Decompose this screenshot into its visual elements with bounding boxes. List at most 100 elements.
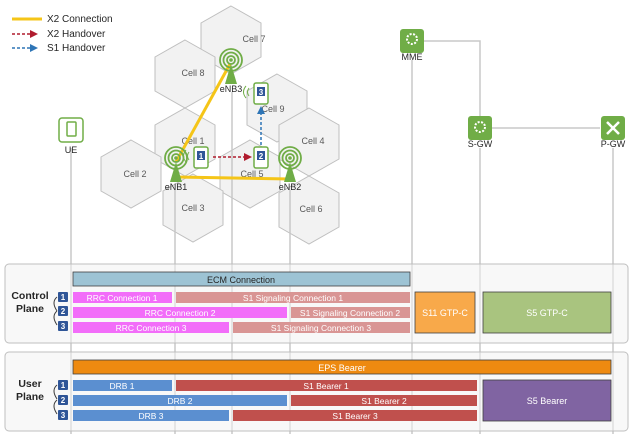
s5-bearer-box [482,379,612,422]
rrc-connection-1-bar [73,292,172,303]
cell-label: Cell 4 [301,136,324,146]
s11-gtpc-label: S11 GTP-C [422,308,468,318]
cell-label: Cell 1 [181,136,204,146]
cell-label: Cell 2 [123,169,146,179]
s5-gtpc-label: S5 GTP-C [526,308,568,318]
ue-badge-number: 1 [199,152,204,161]
enb1-label: eNB1 [165,182,188,192]
step-badge [58,395,68,405]
s1-signaling-2-label: S1 Signaling Connection 2 [300,308,400,318]
cell-hex [100,139,162,209]
control-plane-label-line1: Control [11,290,48,302]
cell-hex [162,173,224,243]
step-number: 2 [61,396,66,405]
ue-badge [257,151,265,160]
ecm-connection-bar [72,271,411,287]
step-transition-arrow [53,384,58,415]
step-number: 1 [61,381,66,390]
ecm-connection-label: ECM Connection [207,275,275,285]
step-number: 1 [61,293,66,302]
s1-bearer-1-bar [176,380,477,391]
sgw-node-label: S-GW [468,139,493,149]
step-badge [58,292,68,302]
phone-icon [66,121,77,137]
rrc-connection-2-label: RRC Connection 2 [145,308,216,318]
drb-3-bar [73,410,229,421]
enb3-label: eNB3 [220,84,243,94]
s1-bearer-2-bar [291,395,477,406]
enb3: eNB3 [219,48,243,94]
ue-badge [257,87,265,96]
step-badge [58,380,68,390]
ue-badge [197,151,205,160]
ue-badge-number: 3 [259,88,264,97]
cell-label: Cell 7 [242,34,265,44]
control-plane-steps: 1 2 3 [53,292,68,331]
step-number: 3 [61,322,66,331]
legend-x2-connection-label: X2 Connection [47,14,113,25]
sgw-node-box [468,116,492,140]
s1-signaling-2-bar [291,307,410,318]
control-plane-label-line2: Plane [16,303,44,315]
s1-bearer-3-label: S1 Bearer 3 [332,411,378,421]
s1-signaling-3-bar [233,322,410,333]
user-plane-label-line2: Plane [16,391,44,403]
gear-icon [406,33,418,45]
ue-node: UE [58,117,84,155]
s5-gtpc-box [482,291,612,334]
cell-label: Cell 6 [299,204,322,214]
enb2: eNB2 [278,146,302,192]
x2-link-enb1-enb2 [175,175,291,181]
pgw-node-label: P-GW [601,139,626,149]
step-badge [58,321,68,331]
step-transition-arrow [53,296,58,326]
rrc-connection-3-bar [73,322,229,333]
router-icon [606,121,620,135]
cell-label: Cell 3 [181,203,204,213]
mme-sgw-link [423,40,481,117]
drb-1-label: DRB 1 [109,381,134,391]
cell-labels: Cell 7 Cell 8 Cell 9 Cell 1 Cell 2 Cell … [123,34,324,214]
ue-node-label: UE [65,145,78,155]
s1-bearer-2-label: S1 Bearer 2 [361,396,407,406]
user-plane-steps: 1 2 3 [53,380,68,420]
sgw-node: S-GW [468,116,493,149]
cell-hex [278,175,340,245]
mme-node: MME [400,29,424,62]
x2-connections [174,63,291,181]
legend-s1-handover-label: S1 Handover [47,43,106,54]
rrc-connection-1-label: RRC Connection 1 [87,293,158,303]
pgw-node: P-GW [601,116,626,149]
legend-x2-handover-label: X2 Handover [47,29,106,40]
s5-bearer-label: S5 Bearer [527,396,568,406]
s1-signaling-3-label: S1 Signaling Connection 3 [271,323,371,333]
ue-position-1: 1 [183,146,209,169]
step-badge [58,306,68,316]
drb-2-bar [73,395,287,406]
s11-gtpc-box [414,291,476,334]
legend: X2 Connection X2 Handover S1 Handover [12,14,113,54]
step-badge [58,410,68,420]
rrc-connection-3-label: RRC Connection 3 [116,323,187,333]
cell-label: Cell 5 [240,169,263,179]
step-number: 2 [61,307,66,316]
s1-signaling-1-bar [176,292,410,303]
s1-signaling-1-label: S1 Signaling Connection 1 [243,293,343,303]
eps-bearer-label: EPS Bearer [318,363,366,373]
ue-position-2: 2 [253,146,269,169]
signal-icon [183,149,190,163]
mme-node-box [400,29,424,53]
gear-icon [474,121,486,133]
drb-3-label: DRB 3 [138,411,163,421]
ue-position-3: 3 [243,82,269,105]
eps-bearer-bar [72,359,612,375]
enb1: eNB1 [164,146,188,192]
drb-1-bar [73,380,172,391]
signal-icon [243,85,250,99]
x2-link-enb1-enb3 [174,63,232,163]
step-number: 3 [61,411,66,420]
cell-label: Cell 8 [181,68,204,78]
enb2-label: eNB2 [279,182,302,192]
mme-node-label: MME [402,52,423,62]
